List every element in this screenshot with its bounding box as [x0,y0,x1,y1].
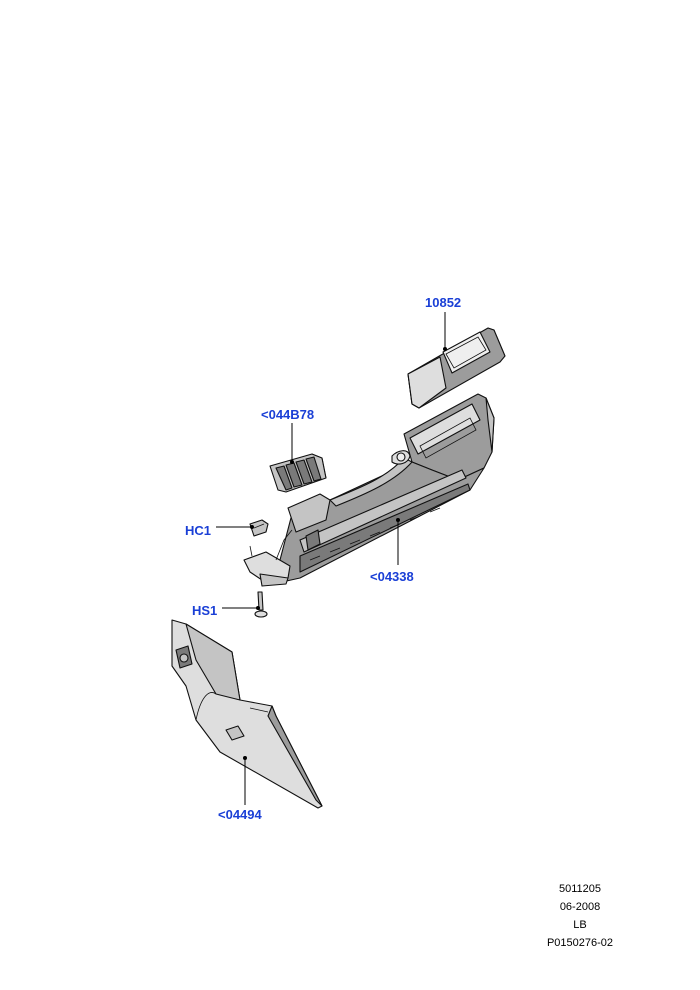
leader-lines [216,312,447,805]
callout-hs1: HS1 [192,603,217,618]
part-044b78-grille [269,453,327,493]
reference-block: 5011205 06-2008 LB P0150276-02 [520,880,640,952]
part-04494-side-panel [171,619,323,809]
part-10852-upper-insert [407,327,506,409]
callout-10852: 10852 [425,295,461,310]
callout-04494: <04494 [218,807,263,822]
reference-line-3: LB [573,919,587,931]
callout-044b78: <044B78 [261,407,314,422]
callout-hc1: HC1 [185,523,211,538]
reference-line-1: 5011205 [558,883,601,895]
callout-04338: <04338 [370,569,414,584]
part-hc1-clip [249,519,269,537]
reference-line-2: 06-2008 [559,901,601,913]
part-04338-lower-panel [243,393,495,587]
reference-line-4: P0150276-02 [546,937,614,949]
part-hs1-screw [254,591,268,618]
